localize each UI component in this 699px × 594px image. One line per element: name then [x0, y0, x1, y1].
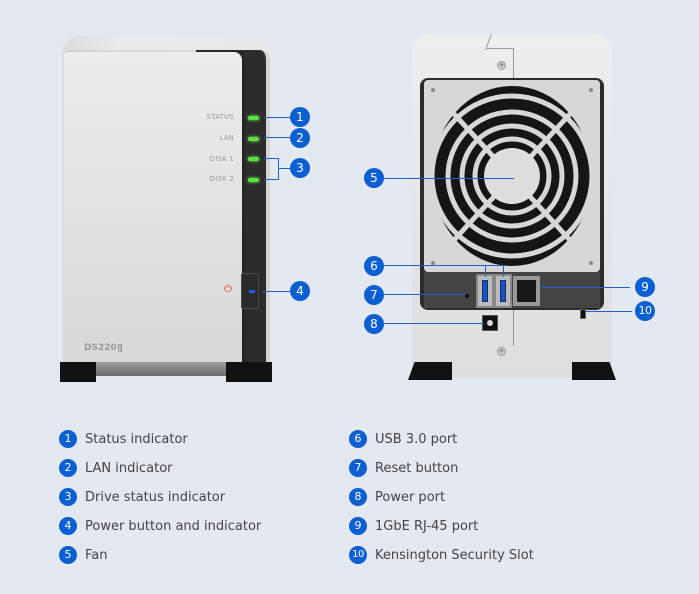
legend-label: Fan — [85, 548, 108, 563]
top-screw-icon: + — [497, 61, 506, 70]
disk1-label: DISK 1 — [209, 155, 234, 163]
callout-line-3v — [278, 158, 279, 180]
callout-badge-10: 10 — [635, 301, 655, 321]
callout-line-3b — [264, 179, 278, 180]
legend-label: Power port — [375, 490, 446, 505]
callout-line-9 — [540, 287, 630, 288]
front-right-foot — [226, 362, 272, 382]
callout-badge-2: 2 — [290, 128, 310, 148]
callout-line-6a — [485, 265, 486, 277]
callout-line-10 — [586, 311, 632, 312]
callout-line-4 — [262, 291, 290, 292]
legend-label: 1GbE RJ-45 port — [375, 519, 479, 534]
front-base — [62, 362, 270, 376]
status-label: STATUS — [206, 113, 234, 121]
callout-line-3a — [264, 158, 278, 159]
lan-label: LAN — [219, 134, 234, 142]
power-led — [249, 290, 255, 293]
power-icon: ⏻ — [224, 284, 232, 295]
back-left-foot — [408, 362, 452, 380]
back-right-foot — [572, 362, 616, 380]
disk2-led — [248, 178, 259, 182]
callout-line-7 — [380, 294, 466, 295]
rj45-port — [513, 276, 540, 306]
legend-label: Kensington Security Slot — [375, 548, 534, 563]
callout-line-6b — [503, 265, 504, 277]
legend-badge: 1 — [59, 430, 77, 448]
fan-grill-icon — [429, 88, 595, 266]
usb-port-2 — [494, 274, 512, 308]
callout-badge-9: 9 — [635, 277, 655, 297]
legend-label: Reset button — [375, 461, 459, 476]
callout-line-5 — [380, 178, 514, 179]
legend-badge: 8 — [349, 488, 367, 506]
callout-badge-5: 5 — [364, 168, 384, 188]
callout-badge-4: 4 — [290, 281, 310, 301]
bottom-screw-icon: + — [497, 347, 506, 356]
legend-badge: 10 — [349, 546, 367, 564]
legend-badge: 3 — [59, 488, 77, 506]
callout-line-1 — [264, 117, 292, 118]
callout-badge-7: 7 — [364, 285, 384, 305]
status-led — [248, 116, 259, 120]
disk1-led — [248, 157, 259, 161]
model-suffix: j — [117, 344, 123, 352]
legend-badge: 4 — [59, 517, 77, 535]
callout-badge-1: 1 — [290, 107, 310, 127]
legend-badge: 9 — [349, 517, 367, 535]
callout-badge-6: 6 — [364, 256, 384, 276]
callout-badge-8: 8 — [364, 314, 384, 334]
seam-bottom-v — [513, 310, 514, 346]
model-name: DS220 — [84, 343, 117, 353]
callout-line-8 — [380, 323, 484, 324]
callout-line-6 — [380, 265, 504, 266]
legend-badge: 5 — [59, 546, 77, 564]
legend-label: Drive status indicator — [85, 490, 226, 505]
callout-line-3h — [278, 168, 292, 169]
seam-top-v — [513, 48, 514, 78]
legend-label: Power button and indicator — [85, 519, 262, 534]
seam-top-h — [487, 48, 513, 49]
port-panel — [424, 272, 600, 308]
legend-label: Status indicator — [85, 432, 188, 447]
front-left-foot — [60, 362, 96, 382]
disk2-label: DISK 2 — [209, 175, 234, 183]
legend-badge: 6 — [349, 430, 367, 448]
legend-label: USB 3.0 port — [375, 432, 458, 447]
usb-port-1 — [476, 274, 494, 308]
front-cover — [64, 52, 242, 370]
legend-label: LAN indicator — [85, 461, 173, 476]
legend-badge: 2 — [59, 459, 77, 477]
callout-line-2 — [264, 137, 292, 138]
legend-badge: 7 — [349, 459, 367, 477]
kensington-slot — [580, 309, 586, 319]
callout-badge-3: 3 — [290, 158, 310, 178]
dc-power-port — [482, 315, 498, 331]
lan-led — [248, 137, 259, 141]
reset-hole — [465, 294, 469, 298]
